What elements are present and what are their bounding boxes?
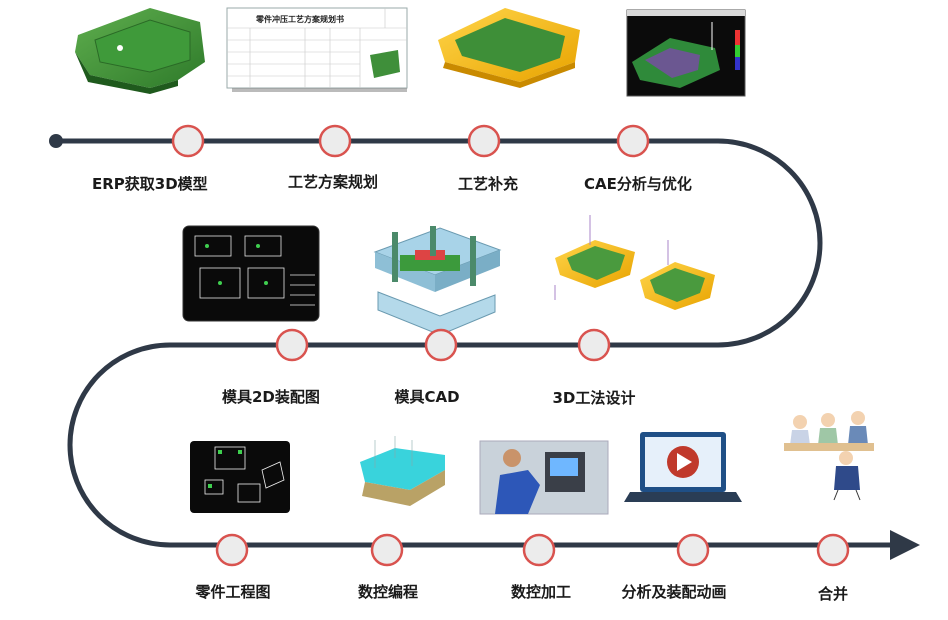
step-label: CAE分析与优化 bbox=[584, 174, 692, 193]
step-node bbox=[370, 533, 404, 567]
step-label: 零件工程图 bbox=[195, 582, 271, 601]
step-node bbox=[171, 124, 205, 158]
process-plan-sheet: 零件冲压工艺方案规划书 bbox=[226, 7, 408, 92]
step-label: 分析及装配动画 bbox=[621, 582, 727, 601]
die-2d-assembly-drawing bbox=[182, 225, 320, 322]
green-stamped-part-3d-model bbox=[75, 8, 205, 94]
step-node bbox=[522, 533, 556, 567]
step-label: 数控编程 bbox=[358, 582, 419, 601]
step-node bbox=[676, 533, 710, 567]
meeting-people-table bbox=[784, 411, 874, 501]
3d-die-face-design bbox=[554, 215, 715, 310]
flow-track bbox=[56, 138, 920, 560]
step-label: 3D工法设计 bbox=[552, 388, 636, 407]
cnc-machining-operator bbox=[479, 440, 609, 515]
step-node bbox=[275, 328, 309, 362]
part-with-yellow-addendum bbox=[438, 8, 580, 88]
step-node bbox=[577, 328, 611, 362]
step-label: 工艺方案规划 bbox=[288, 172, 379, 191]
step-label: 工艺补充 bbox=[458, 174, 519, 193]
step-node bbox=[318, 124, 352, 158]
step-label: 合并 bbox=[818, 584, 849, 603]
step-node bbox=[215, 533, 249, 567]
step-label: 模具2D装配图 bbox=[222, 387, 320, 406]
step-node bbox=[467, 124, 501, 158]
laptop-play-video bbox=[624, 432, 742, 502]
cae-analysis-screen bbox=[626, 9, 746, 97]
step-node bbox=[616, 124, 650, 158]
step-node bbox=[816, 533, 850, 567]
part-engineering-drawing bbox=[190, 441, 290, 513]
step-node bbox=[424, 328, 458, 362]
step-label: 模具CAD bbox=[394, 387, 460, 406]
sheet-title: 零件冲压工艺方案规划书 bbox=[255, 14, 344, 24]
step-label: 数控加工 bbox=[511, 582, 572, 601]
step-label: ERP获取3D模型 bbox=[92, 174, 208, 193]
die-3d-cad-model bbox=[373, 226, 502, 336]
nc-toolpath-surface bbox=[360, 436, 445, 506]
